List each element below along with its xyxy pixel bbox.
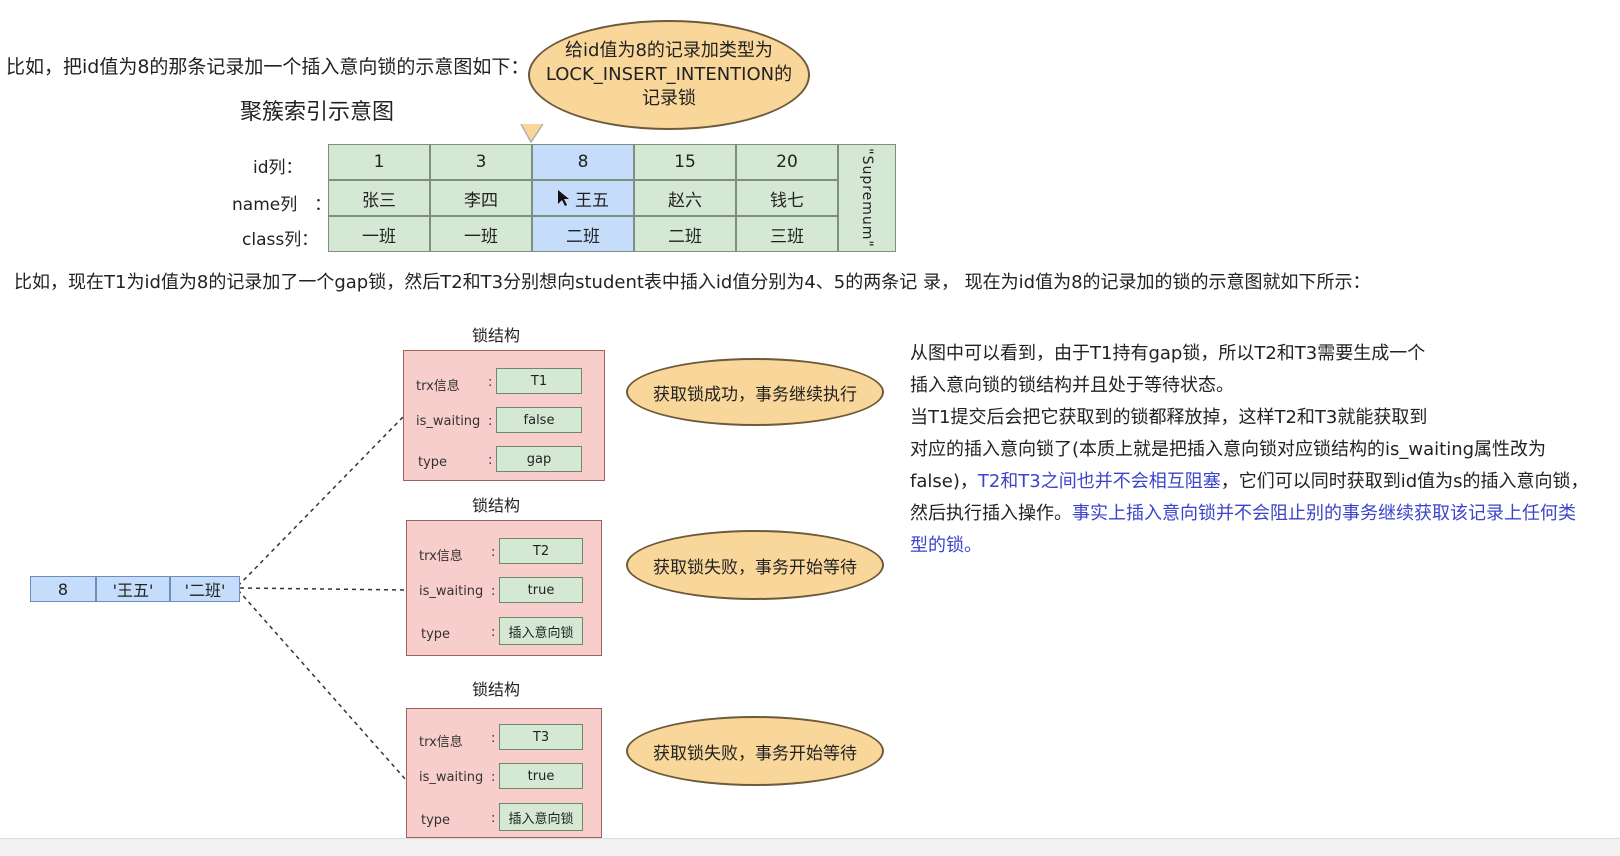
field-value-type: gap — [496, 446, 582, 472]
index-cell-name: 钱七 — [736, 180, 838, 216]
field-colon: : — [491, 545, 496, 560]
row-label-class: class列： — [242, 230, 319, 250]
field-value-is-waiting: true — [499, 577, 583, 603]
connector-line-t1 — [237, 416, 404, 587]
record-class-cell: '二班' — [170, 576, 240, 602]
index-cell-name: 李四 — [430, 180, 532, 216]
status-bubble-t3: 获取锁失败，事务开始等待 — [626, 716, 884, 786]
field-colon: : — [491, 584, 496, 599]
supremum-record: "Supremum" — [838, 144, 896, 252]
status-bubble-t2: 获取锁失败，事务开始等待 — [626, 530, 884, 600]
field-value-type: 插入意向锁 — [499, 803, 583, 831]
explanation-notes: 从图中可以看到，由于T1持有gap锁，所以T2和T3需要生成一个 插入意向锁的锁… — [910, 338, 1589, 562]
index-cell-name-text: 王五 — [575, 190, 609, 211]
field-label-trx: trx信息 — [419, 735, 463, 750]
row-label-id: id列： — [253, 158, 303, 178]
mouse-cursor-icon — [558, 190, 569, 206]
intro-text-1: 比如，把id值为8的那条记录加一个插入意向锁的示意图如下： — [6, 56, 530, 78]
note-highlight: 事实上插入意向锁并不会阻止别的事务继续获取该记录上任何类 — [1072, 503, 1576, 524]
status-bubble-t1: 获取锁成功，事务继续执行 — [626, 358, 884, 426]
field-label-is-waiting: is_waiting — [419, 770, 484, 785]
index-title: 聚簇索引示意图 — [240, 100, 395, 125]
index-cell-id: 15 — [634, 144, 736, 180]
field-label-type: type — [421, 813, 451, 828]
index-cell-class-highlighted: 二班 — [532, 216, 634, 252]
lock-struct-t1: trx信息 : T1 is_waiting : false type : gap — [403, 350, 605, 481]
lock-struct-t2: trx信息 : T2 is_waiting : true type : 插入意向… — [406, 520, 602, 656]
index-cell-id-highlighted: 8 — [532, 144, 634, 180]
bubble-top-line-2: LOCK_INSERT_INTENTION的 — [545, 64, 793, 85]
index-cell-class: 二班 — [634, 216, 736, 252]
bubble-top-line-1: 给id值为8的记录加类型为 — [565, 40, 773, 61]
field-label-type: type — [421, 627, 451, 642]
connector-line-t2 — [239, 587, 407, 591]
index-cell-id: 3 — [430, 144, 532, 180]
lock-struct-title: 锁结构 — [471, 680, 520, 699]
note-line: false)，T2和T3之间也并不会相互阻塞，它们可以同时获取到id值为s的插入… — [910, 466, 1589, 498]
intro-text-2: 比如，现在T1为id值为8的记录加了一个gap锁，然后T2和T3分别想向stud… — [14, 272, 1371, 293]
field-value-is-waiting: false — [496, 407, 582, 433]
index-cell-name-highlighted: 王五 — [532, 180, 634, 216]
note-segment: ，它们可以同时获取到id值为s的插入意向锁， — [1220, 471, 1589, 492]
lock-struct-title: 锁结构 — [471, 496, 520, 515]
record-name-cell: '王五' — [96, 576, 170, 602]
note-segment: 然后执行插入操作。 — [910, 503, 1072, 524]
index-cell-class: 一班 — [430, 216, 532, 252]
bubble-top-line-3: 记录锁 — [641, 88, 696, 109]
field-label-trx: trx信息 — [416, 379, 460, 394]
note-line: 从图中可以看到，由于T1持有gap锁，所以T2和T3需要生成一个 — [910, 343, 1426, 364]
field-colon: : — [488, 375, 493, 390]
note-line: 插入意向锁的锁结构并且处于等待状态。 — [910, 375, 1234, 396]
note-line: 对应的插入意向锁了(本质上就是把插入意向锁对应锁结构的is_waiting属性改… — [910, 439, 1547, 460]
record-id-cell: 8 — [30, 576, 96, 602]
note-highlight: T2和T3之间也并不会相互阻塞 — [977, 471, 1221, 492]
field-value-trx: T2 — [499, 538, 583, 564]
index-cell-id: 20 — [736, 144, 838, 180]
bottom-scrollbar[interactable] — [0, 838, 1620, 856]
field-value-is-waiting: true — [499, 763, 583, 789]
field-colon: : — [488, 453, 493, 468]
field-value-trx: T3 — [499, 724, 583, 750]
field-label-is-waiting: is_waiting — [416, 414, 481, 429]
bubble-top-tail — [520, 123, 544, 144]
note-line: 然后执行插入操作。事实上插入意向锁并不会阻止别的事务继续获取该记录上任何类 — [910, 498, 1589, 530]
field-label-is-waiting: is_waiting — [419, 584, 484, 599]
note-line-highlight: 型的锁。 — [910, 535, 982, 556]
lock-struct-t3: trx信息 : T3 is_waiting : true type : 插入意向… — [406, 708, 602, 838]
annotation-bubble-top: 给id值为8的记录加类型为 LOCK_INSERT_INTENTION的 记录锁 — [528, 20, 810, 130]
index-cell-id: 1 — [328, 144, 430, 180]
field-label-type: type — [418, 455, 448, 470]
note-segment: false)， — [910, 471, 978, 492]
row-label-name: name列 ： — [232, 195, 332, 215]
field-value-type: 插入意向锁 — [499, 617, 583, 645]
index-cell-name: 张三 — [328, 180, 430, 216]
field-colon: : — [491, 731, 496, 746]
field-colon: : — [491, 770, 496, 785]
index-cell-class: 三班 — [736, 216, 838, 252]
note-line: 当T1提交后会把它获取到的锁都释放掉，这样T2和T3就能获取到 — [910, 407, 1428, 428]
field-label-trx: trx信息 — [419, 549, 463, 564]
lock-struct-title: 锁结构 — [471, 326, 520, 345]
index-cell-class: 一班 — [328, 216, 430, 252]
field-value-trx: T1 — [496, 368, 582, 394]
connector-line-t3 — [237, 589, 407, 781]
field-colon: : — [491, 811, 496, 826]
index-cell-name: 赵六 — [634, 180, 736, 216]
field-colon: : — [491, 625, 496, 640]
field-colon: : — [488, 414, 493, 429]
